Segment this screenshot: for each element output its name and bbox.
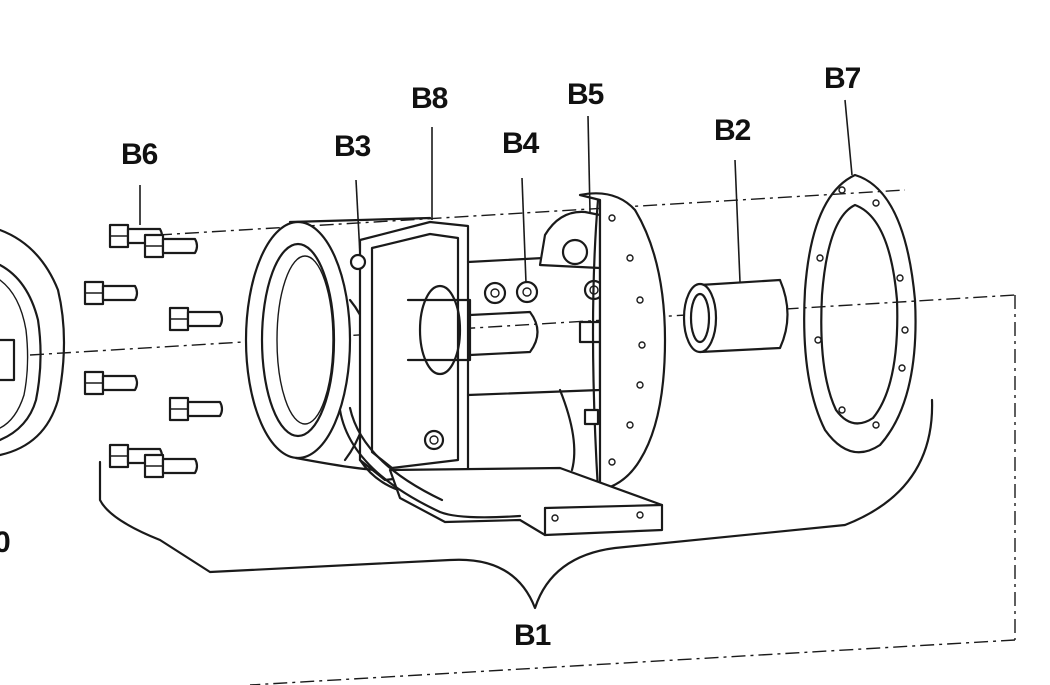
assembly-brace	[98, 398, 934, 610]
bushing	[682, 278, 789, 354]
upper-axis-line	[157, 189, 906, 236]
bolt	[168, 396, 224, 422]
gasket	[803, 173, 917, 454]
label-b1: B1	[514, 619, 551, 652]
bolt	[168, 306, 224, 332]
partial-flange-left	[0, 228, 66, 457]
rear-flange	[578, 192, 667, 492]
shaft-bore	[418, 284, 462, 376]
label-b2: B2	[714, 114, 751, 147]
label-b10-partial: 0	[0, 526, 10, 559]
axis-lines	[29, 189, 1016, 685]
label-b6: B6	[121, 138, 158, 171]
callout-labels: B6 B3 B8 B4 B5 B2 B7 B1 0	[0, 62, 862, 652]
front-ring-inner	[260, 242, 336, 438]
label-b8: B8	[411, 82, 448, 115]
leader-lines	[139, 99, 853, 284]
label-b5: B5	[567, 78, 604, 111]
main-axis-line	[29, 294, 1016, 356]
small-screw	[349, 253, 367, 271]
bolt-group	[83, 223, 224, 479]
label-b4: B4	[502, 127, 540, 160]
inspection-window-frame	[358, 220, 470, 482]
front-ring-bore	[276, 255, 334, 425]
bolt	[83, 280, 139, 306]
nut-group	[483, 279, 605, 305]
bolt	[143, 453, 199, 479]
bolt	[143, 233, 199, 259]
axis-return-bottom	[249, 639, 1016, 685]
bolt	[83, 370, 139, 396]
housing-body	[244, 192, 667, 537]
label-b3: B3	[334, 130, 371, 163]
label-b7: B7	[824, 62, 861, 95]
